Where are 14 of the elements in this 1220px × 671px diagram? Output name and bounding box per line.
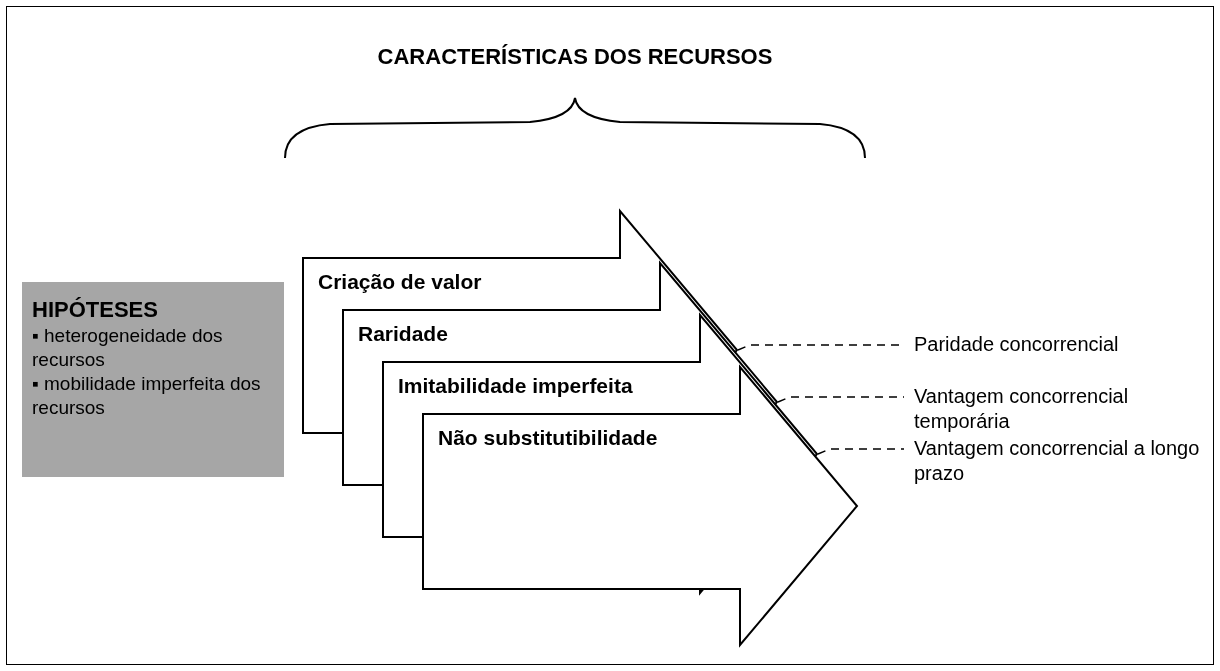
bullet-item: ▪ heterogeneidade dos recursos bbox=[32, 324, 224, 372]
arrow-label: Criação de valor bbox=[318, 270, 482, 294]
leader-line bbox=[817, 448, 905, 455]
hypotheses-panel bbox=[22, 282, 284, 477]
panel-heading: HIPÓTESES bbox=[32, 296, 159, 324]
bullet-item: ▪ mobilidade imperfeita dos recursos bbox=[32, 372, 262, 420]
arrow-label: Não substitutibilidade bbox=[438, 426, 658, 450]
heading: CARACTERÍSTICAS DOS RECURSOS bbox=[376, 44, 774, 70]
leader-line bbox=[777, 396, 905, 403]
outcome-label: Vantagem concorrencial a longo prazo bbox=[914, 436, 1204, 486]
arrow-label: Imitabilidade imperfeita bbox=[398, 374, 633, 398]
arrow-label: Raridade bbox=[358, 322, 448, 346]
outcome-label: Paridade concorrencial bbox=[914, 332, 1204, 357]
outcome-label: Vantagem concorrencial temporária bbox=[914, 384, 1204, 434]
